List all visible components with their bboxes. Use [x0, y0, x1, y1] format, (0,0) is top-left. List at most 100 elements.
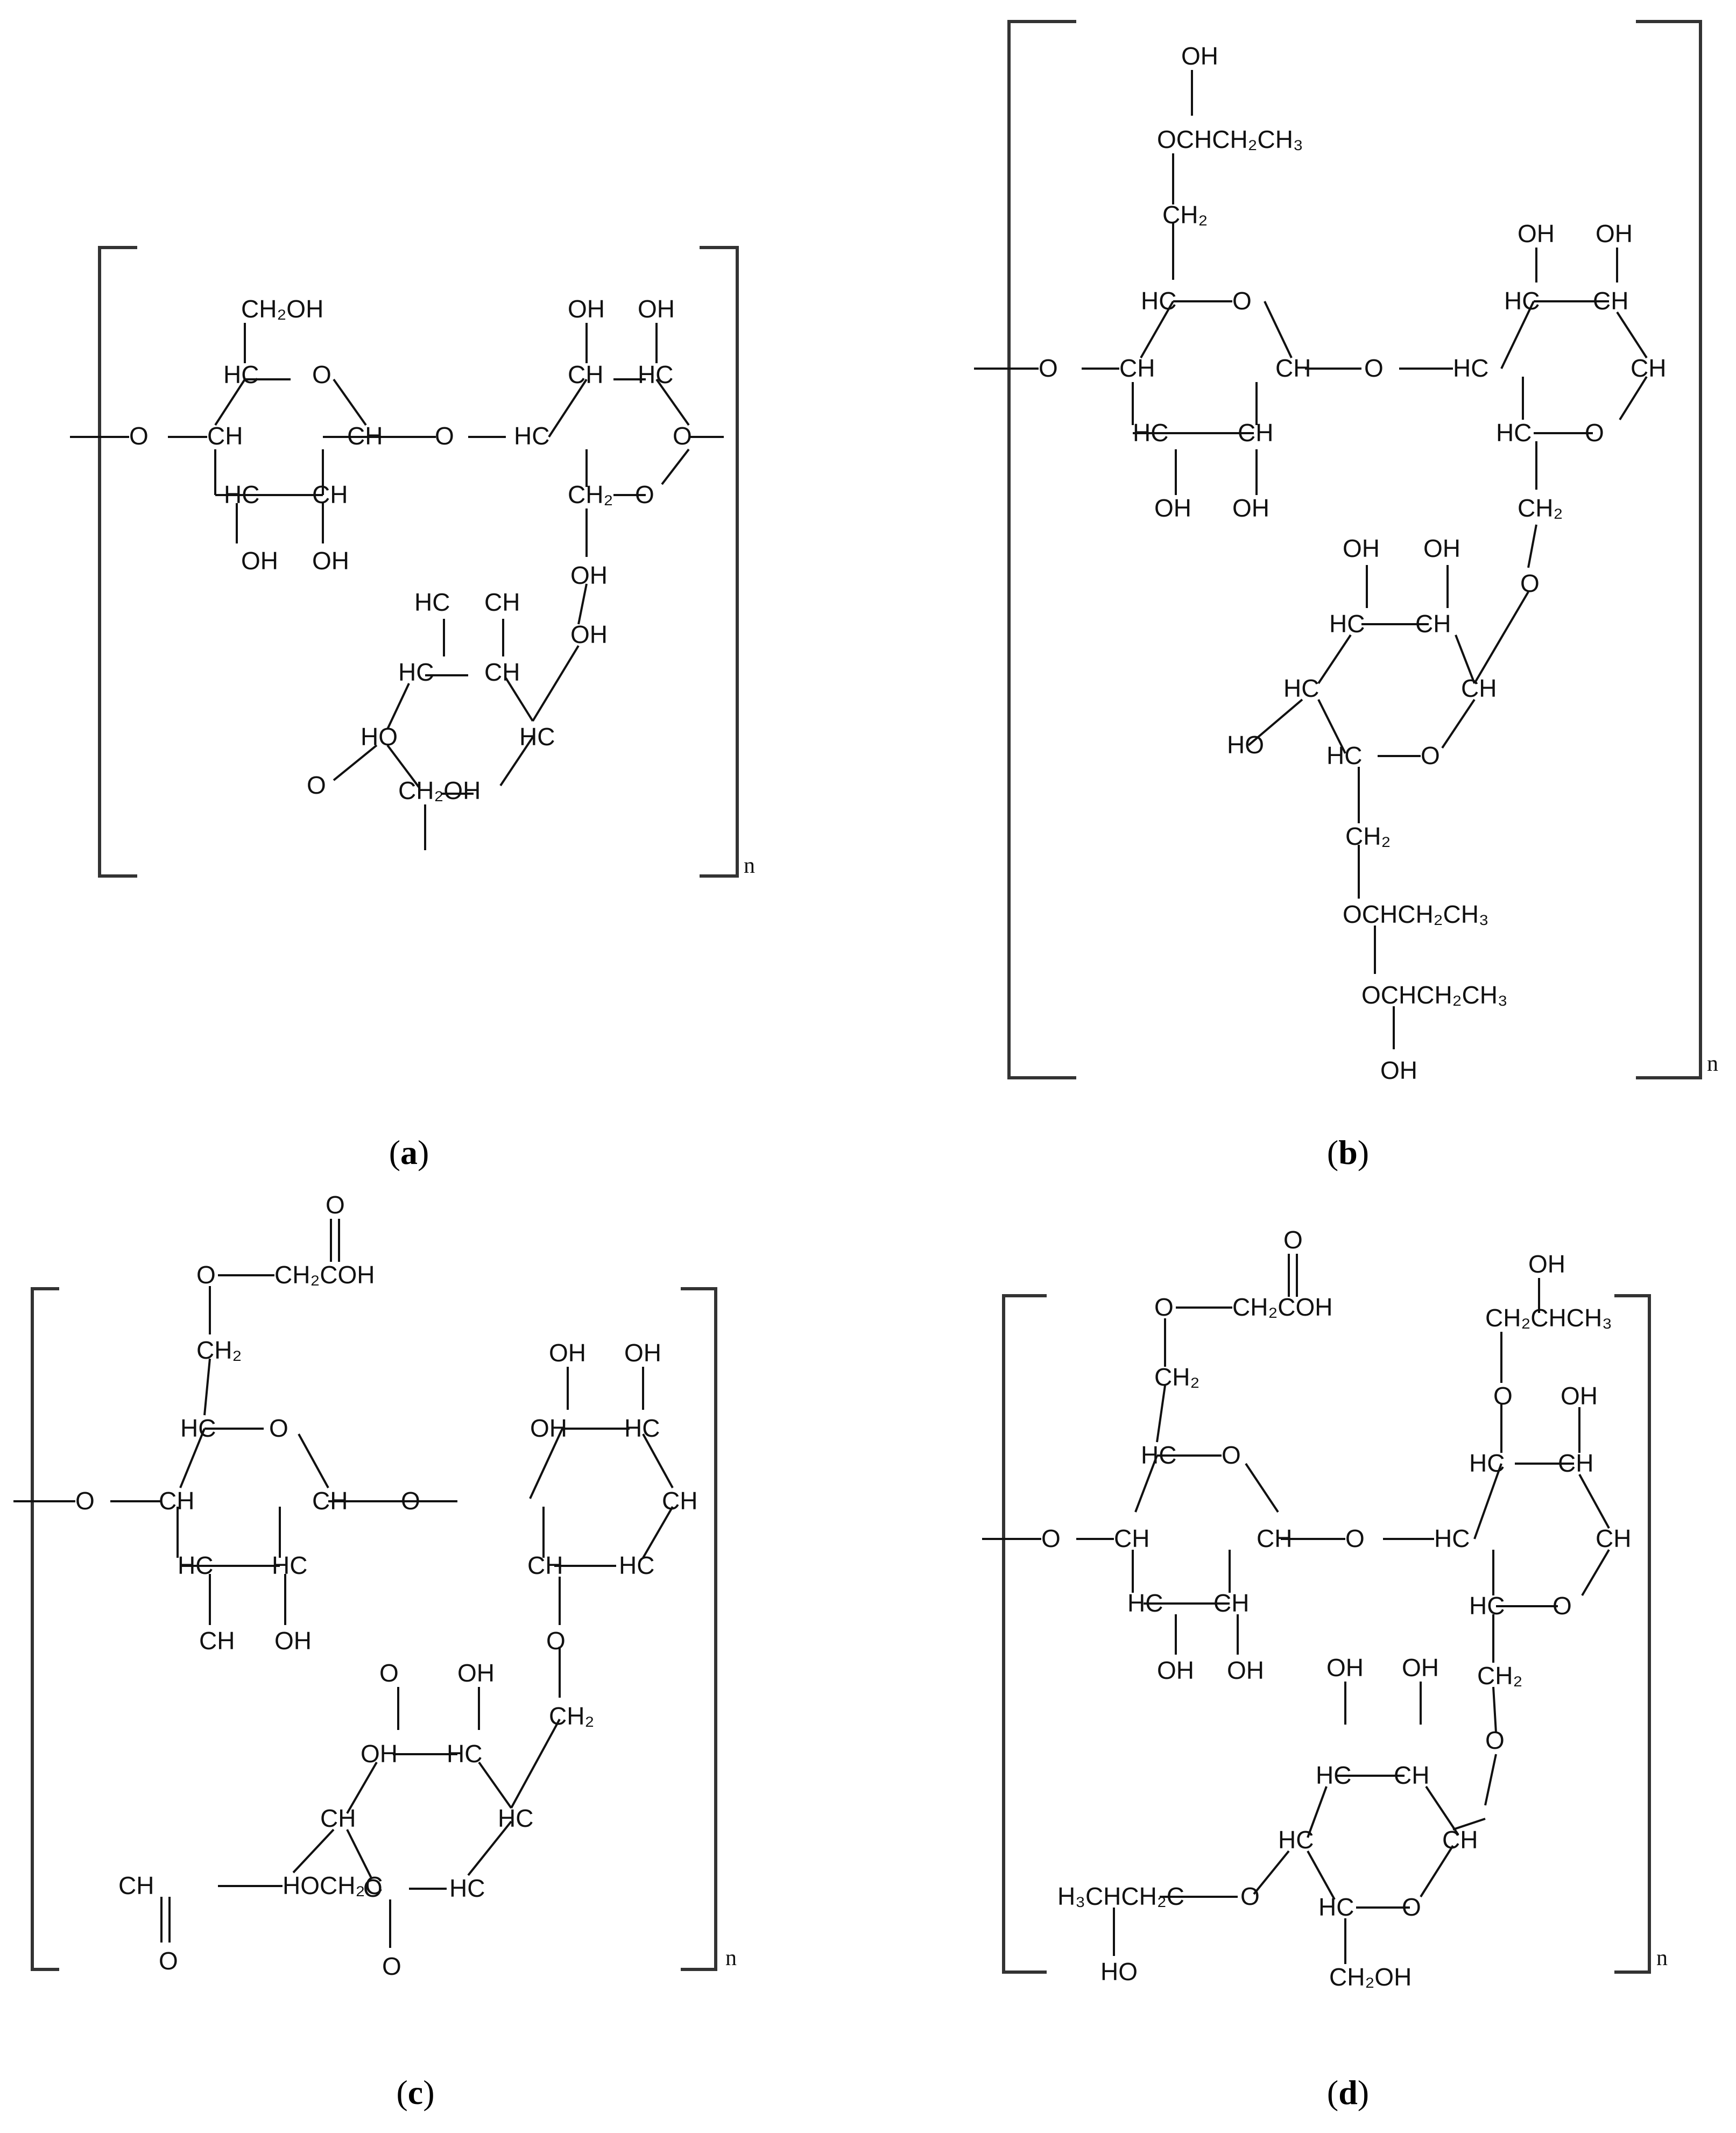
atom-label: O	[401, 1487, 420, 1515]
atom-label: CH	[320, 1804, 356, 1832]
atom-label: HC	[178, 1551, 213, 1579]
panel-c-repeat-n: n	[725, 1946, 737, 1970]
atom-label: HC	[1141, 287, 1176, 315]
atom-label: HC	[1453, 354, 1488, 382]
atom-label: HC	[272, 1551, 307, 1579]
atom-label: O	[1552, 1592, 1572, 1620]
atom-label: OH	[312, 547, 349, 575]
panel-d-caption: (d)	[1326, 2073, 1370, 2111]
atom-label: OCHCH₂CH₃	[1157, 125, 1303, 153]
panel-b-right-bracket	[1636, 20, 1702, 1079]
atom-label: OH	[1157, 1656, 1194, 1684]
atom-label: O	[1585, 419, 1604, 447]
atom-label: O	[1039, 354, 1058, 382]
atom-label: HC	[1278, 1826, 1314, 1854]
atom-label: CH	[484, 588, 520, 616]
panel-c-caption: (c)	[396, 2073, 435, 2111]
atom-label: O	[1154, 1293, 1174, 1321]
panel-d-left-bracket	[1002, 1294, 1047, 1974]
atom-label: CH₂	[1154, 1363, 1199, 1391]
panel-b-left-bracket	[1007, 20, 1076, 1079]
atom-label: OH	[1518, 220, 1555, 248]
atom-label: HC	[1504, 287, 1540, 315]
atom-label: CH	[1442, 1826, 1478, 1854]
atom-label: CH	[1394, 1761, 1429, 1789]
atom-label: HC	[224, 481, 259, 508]
atom-label: O	[1240, 1882, 1260, 1910]
atom-label: HC	[1496, 419, 1532, 447]
atom-label: OH	[1528, 1250, 1565, 1278]
atom-label: O	[326, 1191, 345, 1219]
atom-label: OCHCH₂CH₃	[1361, 981, 1508, 1009]
atom-label: CH	[568, 361, 603, 389]
atom-label: OH	[530, 1414, 567, 1442]
atom-label: HO	[1227, 731, 1264, 759]
atom-label: O	[1402, 1893, 1421, 1921]
atom-label: CH₂COH	[274, 1261, 375, 1289]
atom-label: HC	[414, 588, 450, 616]
atom-label: HC	[1469, 1449, 1505, 1477]
atom-label: HC	[223, 361, 259, 389]
atom-label: CH	[347, 422, 383, 450]
atom-label: CH₂	[1162, 201, 1208, 229]
atom-label: CH	[1558, 1449, 1593, 1477]
atom-label: O	[1232, 287, 1252, 315]
atom-label: O	[435, 422, 454, 450]
atom-label: OH	[1227, 1656, 1264, 1684]
atom-label: O	[1520, 569, 1540, 597]
atom-label: O	[75, 1487, 95, 1515]
panel-a-repeat-n: n	[744, 853, 755, 878]
atom-label: OH	[1181, 42, 1218, 70]
atom-label: CH	[1461, 674, 1497, 702]
atom-label: HO	[1100, 1958, 1138, 1986]
atom-label: HC	[514, 422, 549, 450]
atom-label: CH	[527, 1551, 563, 1579]
atom-label: CH	[662, 1487, 697, 1515]
atom-label: OH	[1402, 1654, 1439, 1682]
atom-label: O	[159, 1947, 178, 1975]
atom-label: OH	[1232, 494, 1269, 522]
atom-label: CH	[1596, 1524, 1631, 1552]
panel-d-repeat-n: n	[1656, 1946, 1668, 1970]
atom-label: OH	[624, 1339, 661, 1367]
atom-label: CH₂CHCH₃	[1485, 1304, 1612, 1332]
panel-c-left-bracket	[31, 1287, 59, 1971]
panel-d-bonds	[982, 1254, 1610, 1964]
panel-b-caption: (b)	[1326, 1133, 1370, 1171]
atom-label: O	[1041, 1524, 1061, 1552]
panel-c-caption-letter: c	[407, 2073, 424, 2111]
atom-label: HC	[1326, 741, 1362, 769]
atom-label: HC	[1127, 1589, 1163, 1617]
atom-label: CH₂	[549, 1702, 594, 1730]
atom-label: HC	[447, 1740, 482, 1768]
atom-label: OH	[568, 295, 605, 323]
atom-label: CH	[1114, 1524, 1149, 1552]
panel-c-right-bracket	[681, 1287, 717, 1971]
atom-label: CH₂OH	[1329, 1963, 1412, 1991]
atom-label: CH	[312, 481, 348, 508]
atom-label: O	[1345, 1524, 1365, 1552]
atom-label: OH	[570, 620, 608, 648]
atom-label: CH	[1593, 287, 1628, 315]
atom-label: HC	[1316, 1761, 1351, 1789]
atom-label: HC	[638, 361, 673, 389]
atom-label: H₃CHCH₂C	[1057, 1882, 1184, 1910]
atom-label: CH	[484, 658, 520, 686]
panel-a-left-bracket	[98, 246, 137, 878]
atom-label: O	[196, 1261, 216, 1289]
atom-label: HC	[519, 723, 555, 751]
atom-label: OH	[549, 1339, 586, 1367]
atom-label: CH₂	[1518, 494, 1563, 522]
atom-label: HC	[398, 658, 434, 686]
atom-label: O	[635, 481, 654, 508]
atom-label: OH	[274, 1627, 312, 1655]
atom-label: OH	[570, 561, 608, 589]
atom-label: OH	[1380, 1056, 1417, 1084]
atom-label: O	[307, 771, 326, 799]
atom-label: HC	[449, 1874, 485, 1902]
atom-label: OH	[1154, 494, 1191, 522]
atom-label: O	[1283, 1226, 1303, 1254]
atom-label: CH₂	[1477, 1662, 1522, 1690]
atom-label: CH	[207, 422, 243, 450]
